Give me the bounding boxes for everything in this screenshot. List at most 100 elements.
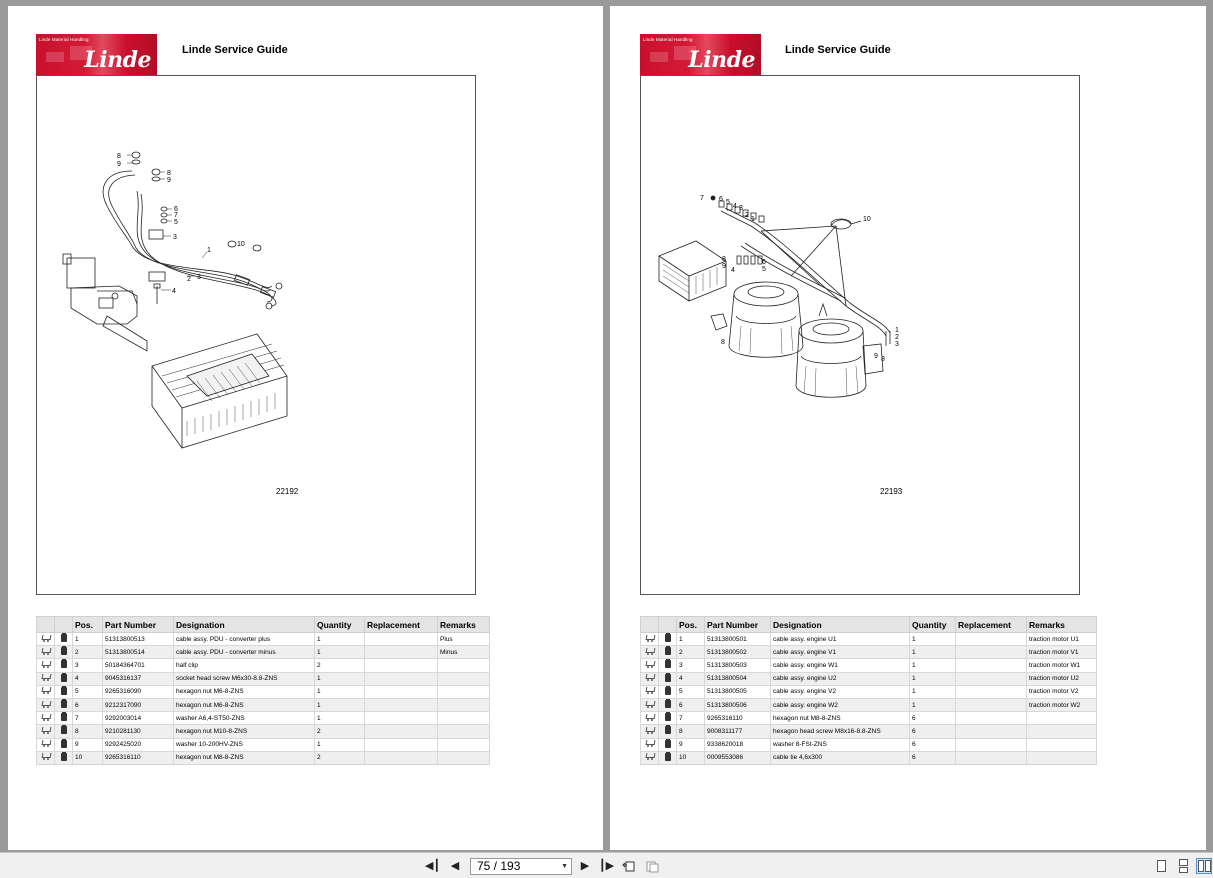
single-page-view-icon[interactable] (1153, 858, 1169, 874)
notes-icon[interactable] (658, 645, 677, 660)
svg-text:10: 10 (237, 241, 245, 248)
cell-remarks: traction motor V2 (1026, 684, 1097, 699)
notes-icon[interactable] (54, 631, 73, 647)
notes-icon[interactable] (658, 684, 677, 699)
add-to-cart-icon[interactable] (640, 671, 659, 686)
cell-designation: hexagon nut M8-8-ZNS (173, 750, 315, 765)
add-to-cart-icon[interactable] (640, 658, 659, 673)
notes-icon[interactable] (658, 750, 677, 765)
notes-icon[interactable] (54, 645, 73, 660)
svg-text:3: 3 (739, 205, 743, 212)
notes-icon[interactable] (658, 737, 677, 752)
cell-quantity: 1 (909, 684, 956, 699)
add-to-cart-icon[interactable] (36, 671, 55, 686)
logo-tagline: Linde Material Handling (39, 37, 89, 42)
add-to-cart-icon[interactable] (640, 737, 659, 752)
cell-part-number: 51313800503 (704, 658, 771, 673)
header-part-number: Part Number (704, 616, 771, 633)
svg-text:5: 5 (726, 199, 730, 206)
facing-pages-view-icon[interactable] (1196, 858, 1212, 874)
figure-number: 22192 (276, 487, 299, 496)
notes-icon[interactable] (658, 658, 677, 673)
cell-quantity: 6 (909, 724, 956, 739)
add-to-cart-icon[interactable] (640, 724, 659, 739)
notes-icon[interactable] (54, 724, 73, 739)
last-page-icon[interactable]: ┃▶ (599, 860, 615, 872)
cell-designation: washer 8-FSt-ZNS (770, 737, 910, 752)
logo-wordmark: Linde (688, 47, 755, 73)
cell-quantity: 2 (314, 658, 365, 673)
notes-icon[interactable] (658, 711, 677, 726)
notes-icon[interactable] (54, 697, 73, 713)
document-page-right: Linde Material Handling Linde Linde Serv… (610, 6, 1206, 850)
add-to-cart-icon[interactable] (640, 645, 659, 660)
notes-icon[interactable] (54, 684, 73, 699)
cell-part-number: 9265316110 (102, 750, 174, 765)
cell-designation: hexagon head screw M8x16-8.8-ZNS (770, 724, 910, 739)
cell-remarks (1026, 711, 1097, 726)
cell-designation: cable tie 4,6x300 (770, 750, 910, 765)
add-to-cart-icon[interactable] (36, 737, 55, 752)
cell-replacement (364, 645, 438, 660)
add-to-cart-icon[interactable] (36, 697, 55, 713)
notes-icon[interactable] (658, 724, 677, 739)
add-to-cart-icon[interactable] (640, 750, 659, 765)
header-pos: Pos. (676, 616, 705, 633)
notes-icon[interactable] (658, 671, 677, 686)
go-back-view-icon[interactable] (622, 859, 636, 873)
cell-replacement (955, 645, 1027, 660)
add-to-cart-icon[interactable] (36, 750, 55, 765)
header-quantity: Quantity (314, 616, 365, 633)
cell-part-number: 51313800501 (704, 631, 771, 647)
cell-remarks: Minus (437, 645, 490, 660)
page-number-select[interactable]: 75 / 193 ▼ (470, 858, 572, 875)
next-page-icon[interactable]: ▶ (580, 860, 590, 872)
cell-designation: hexagon nut M10-8-ZNS (173, 724, 315, 739)
cell-pos: 7 (676, 711, 705, 726)
add-to-cart-icon[interactable] (36, 645, 55, 660)
wiring-diagram: 89 89 675 31 102 34 (62, 151, 288, 449)
add-to-cart-icon[interactable] (36, 724, 55, 739)
previous-page-icon[interactable]: ◀ (450, 860, 460, 872)
notes-icon[interactable] (54, 737, 73, 752)
go-forward-view-icon[interactable] (645, 859, 659, 873)
cell-part-number: 9338620018 (704, 737, 771, 752)
svg-text:9: 9 (167, 177, 171, 184)
cell-remarks (1026, 724, 1097, 739)
cell-designation: cable assy. PDU - converter plus (173, 631, 315, 647)
figure-number: 22193 (880, 487, 903, 496)
notes-icon[interactable] (54, 750, 73, 765)
notes-icon[interactable] (658, 631, 677, 647)
cell-quantity: 1 (314, 697, 365, 713)
cell-pos: 4 (676, 671, 705, 686)
add-to-cart-icon[interactable] (36, 684, 55, 699)
notes-icon[interactable] (54, 658, 73, 673)
first-page-icon[interactable]: ◀┃ (425, 860, 441, 872)
add-to-cart-icon[interactable] (640, 684, 659, 699)
add-to-cart-icon[interactable] (640, 631, 659, 647)
add-to-cart-icon[interactable] (640, 697, 659, 713)
notes-icon[interactable] (658, 697, 677, 713)
cell-replacement (364, 684, 438, 699)
notes-icon[interactable] (54, 671, 73, 686)
chevron-down-icon: ▼ (561, 863, 568, 870)
cell-remarks (437, 750, 490, 765)
cell-remarks: traction motor W1 (1026, 658, 1097, 673)
add-to-cart-icon[interactable] (36, 711, 55, 726)
notes-icon[interactable] (54, 711, 73, 726)
cell-pos: 3 (72, 658, 103, 673)
continuous-view-icon[interactable] (1175, 858, 1191, 874)
cell-remarks (437, 684, 490, 699)
add-to-cart-icon[interactable] (36, 658, 55, 673)
cell-remarks (1026, 750, 1097, 765)
cell-quantity: 1 (314, 645, 365, 660)
add-to-cart-icon[interactable] (36, 631, 55, 647)
add-to-cart-icon[interactable] (640, 711, 659, 726)
svg-text:8: 8 (167, 170, 171, 177)
logo-tagline: Linde Material Handling (643, 37, 693, 42)
